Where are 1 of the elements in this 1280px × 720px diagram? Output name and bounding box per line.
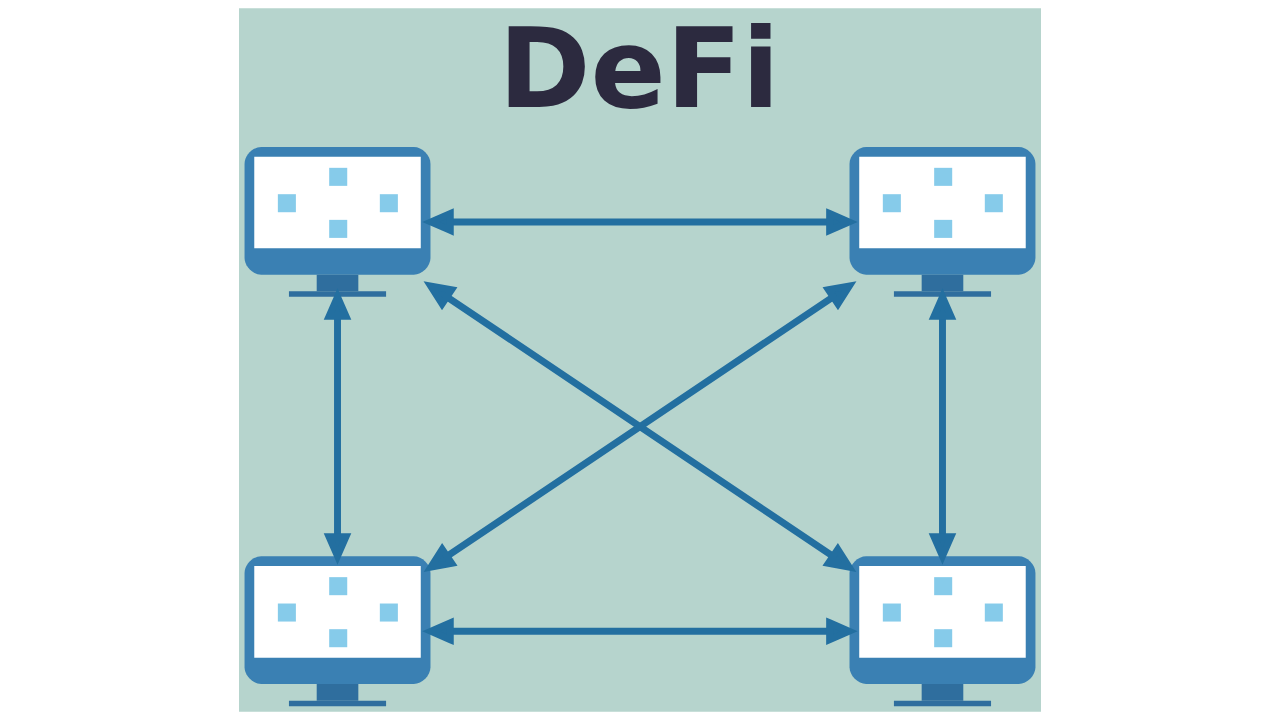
diagram-title: DeFi [498,3,780,133]
